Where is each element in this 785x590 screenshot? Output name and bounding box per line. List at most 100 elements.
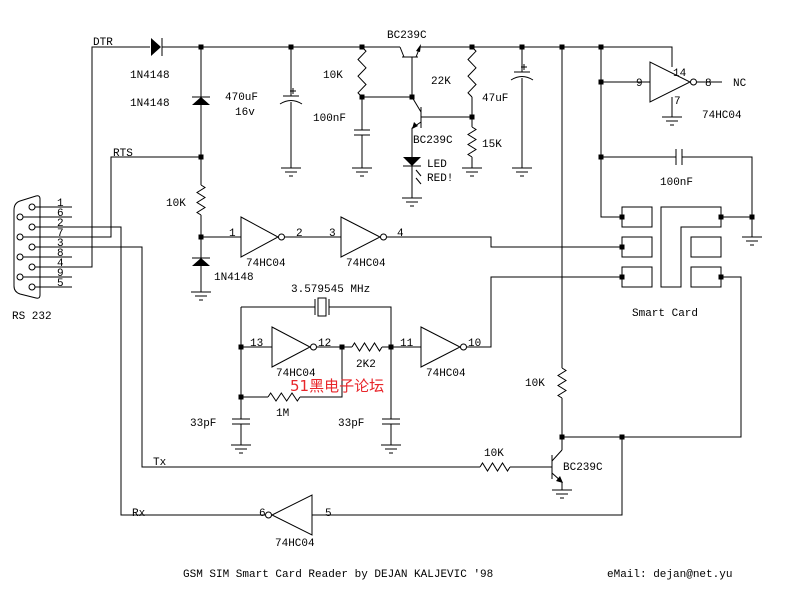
resistor-icon — [351, 342, 383, 352]
resistor-icon — [267, 392, 301, 402]
cap-label: 100nF — [660, 177, 693, 189]
inverter-bubble-icon — [690, 78, 697, 86]
pin-label: 1 — [57, 198, 64, 210]
db9-connector-icon — [13, 195, 41, 299]
wire — [682, 156, 753, 233]
inverter-gate-icon — [240, 216, 280, 258]
inverter-gate-icon — [271, 326, 312, 368]
connector-name: RS 232 — [12, 311, 52, 323]
resistor-label: 10K — [525, 378, 545, 390]
pin-label: 7 — [57, 228, 64, 240]
pin-label: 2 — [57, 218, 64, 230]
card-contact-pad — [621, 266, 653, 288]
vcc-rail — [420, 46, 673, 67]
inverter-bubble-icon — [380, 233, 387, 241]
gate-pin: 12 — [318, 338, 331, 350]
connector-pin-icon — [16, 273, 24, 281]
wire — [300, 347, 343, 398]
resistor-icon — [467, 46, 477, 98]
diode-label: 1N4148 — [130, 98, 170, 110]
card-contact-pad — [621, 236, 653, 258]
connector-pin-icon — [28, 263, 36, 271]
tx-label: Tx — [153, 457, 167, 469]
cap-label: 47uF — [482, 93, 508, 105]
pin-label: 9 — [57, 268, 64, 280]
inverter-gate-icon — [420, 326, 462, 368]
wire — [329, 306, 392, 419]
transistor-label: BC239C — [563, 462, 603, 474]
cap-label: 33pF — [338, 418, 364, 430]
card-contact-pad — [621, 206, 653, 228]
rx-label: Rx — [132, 508, 146, 520]
led-icon — [403, 157, 421, 166]
gate-pin: 13 — [250, 338, 263, 350]
gate-pin: 5 — [325, 508, 332, 520]
transistor-label: BC239C — [387, 30, 427, 42]
transistor-arrow-icon — [416, 44, 421, 52]
connector-pin-icon — [28, 203, 36, 211]
rx-wire — [312, 437, 623, 516]
light-arrow-icon — [415, 169, 422, 177]
transistor-icon — [399, 46, 405, 58]
resistor-icon — [467, 126, 477, 158]
led-label: RED! — [427, 173, 453, 185]
gate-pin: 4 — [397, 228, 404, 240]
diode-icon — [192, 97, 210, 105]
cap-voltage-label: 16v — [235, 107, 255, 119]
junction-dot — [718, 214, 724, 220]
gate-part: 74HC04 — [426, 368, 466, 380]
resistor-icon — [196, 184, 206, 216]
connector-pin-icon — [16, 253, 24, 261]
title: GSM SIM Smart Card Reader by DEJAN KALJE… — [183, 569, 493, 581]
junction-dot — [388, 344, 394, 350]
inverter-bubble-icon — [310, 343, 317, 351]
resistor-label: 10K — [484, 448, 504, 460]
inverter-bubble-icon — [460, 343, 467, 351]
transistor-icon — [551, 449, 563, 462]
transistor-icon — [411, 96, 422, 113]
dtr-wire — [72, 46, 150, 268]
cap-label: 470uF — [225, 92, 258, 104]
gate-pin: 8 — [705, 78, 712, 90]
inverter-gate-icon — [270, 494, 313, 536]
rx-wire — [72, 226, 265, 516]
wire — [600, 47, 622, 218]
dtr-label: DTR — [93, 37, 113, 49]
reset-wire — [387, 236, 622, 248]
inverter-gate-icon — [649, 61, 692, 103]
connector-pin-icon — [16, 213, 24, 221]
gate-pin: 11 — [400, 338, 414, 350]
connector-pin-icon — [28, 283, 36, 291]
watermark: 51黑电子论坛 — [290, 377, 384, 395]
junction-dot — [619, 214, 625, 220]
gate-pin: 2 — [296, 228, 303, 240]
tx-wire — [72, 246, 480, 468]
led-label: LED — [427, 159, 447, 171]
diode-label: 1N4148 — [130, 70, 170, 82]
connector-pin-icon — [28, 223, 36, 231]
smart-card-label: Smart Card — [632, 308, 698, 320]
gate-part: 74HC04 — [275, 538, 315, 550]
gate-pin: 10 — [468, 338, 481, 350]
rts-wire — [72, 156, 201, 238]
email: eMail: dejan@net.yu — [607, 569, 732, 581]
connector-pin-icon — [16, 233, 24, 241]
card-contact-pad — [660, 206, 722, 288]
diode-label: 1N4148 — [214, 272, 254, 284]
inverter-gate-icon — [340, 216, 382, 258]
rts-label: RTS — [113, 148, 133, 160]
resistor-label: 10K — [323, 70, 343, 82]
gate-part: 74HC04 — [702, 110, 742, 122]
gate-pin: 9 — [636, 78, 643, 90]
gate-pin: 3 — [329, 228, 336, 240]
resistor-label: 10K — [166, 198, 186, 210]
transistor-label: BC239C — [413, 135, 453, 147]
gate-pin: 14 — [673, 68, 687, 80]
resistor-label: 1M — [276, 408, 289, 420]
gate-pin: 6 — [259, 508, 266, 520]
diode-icon — [151, 38, 161, 56]
inverter-bubble-icon — [265, 511, 272, 519]
inverter-bubble-icon — [278, 233, 285, 241]
junction-dot — [749, 214, 755, 220]
